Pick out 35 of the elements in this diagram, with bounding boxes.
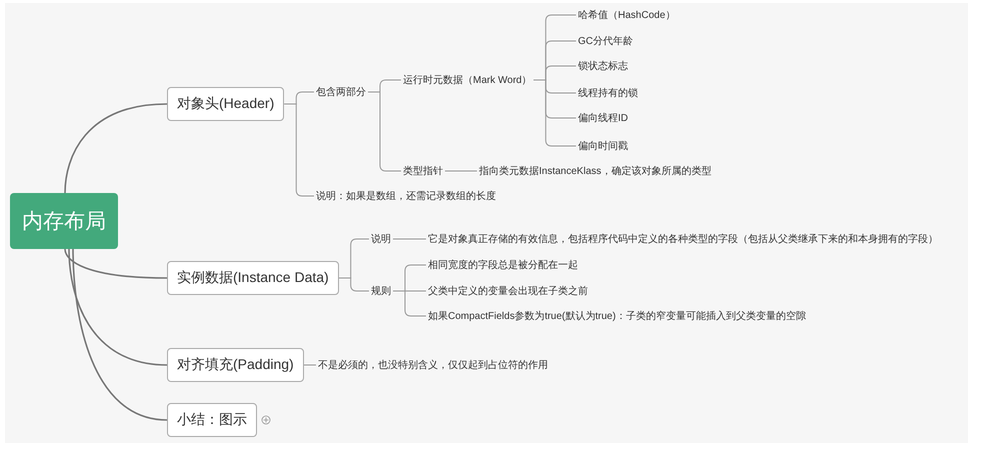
subtopic-text: 包含两部分 [314, 84, 368, 100]
connector-line [392, 238, 426, 240]
subtopic-text: 指向类元数据InstanceKlass，确定该对象所属的类型 [477, 163, 714, 179]
connector-line [368, 92, 402, 172]
subtopic-text: 相同宽度的字段总是被分配在一起 [426, 257, 580, 273]
connector-line [392, 290, 426, 316]
connector-line [72, 248, 168, 421]
subtopic-text: 父类中定义的变量会出现在子类之前 [426, 283, 590, 299]
connector-line [64, 103, 168, 194]
topic-box: 对象头(Header) [167, 87, 284, 121]
subtopic-text: 如果CompactFields参数为true(默认为true)：子类的窄变量可能插入到父类变量的空隙 [426, 308, 808, 324]
subtopic-text: 规则 [369, 283, 393, 299]
subtopic-text: 偏向时间戳 [576, 138, 630, 154]
central-topic-box: 内存布局 [10, 193, 118, 249]
subtopic-text: 说明：如果是数组，还需记录数组的长度 [314, 188, 498, 204]
topic-box: 实例数据(Instance Data) [167, 261, 339, 295]
topic-box: 对齐填充(Padding) [167, 348, 304, 382]
subtopic-text: 它是对象真正存储的有效信息，包括程序代码中定义的各种类型的字段（包括从父类继承下来的和本身拥有的字段） [426, 231, 940, 247]
subtopic-text: 类型指针 [401, 163, 445, 179]
connector-line [338, 278, 370, 292]
connector-line [68, 248, 168, 366]
subtopic-text: 哈希值（HashCode） [576, 7, 678, 23]
subtopic-text: 说明 [369, 231, 393, 247]
subtopic-text: 锁状态标志 [576, 58, 630, 74]
subtopic-text: 偏向线程ID [576, 110, 630, 126]
connector-line [64, 248, 168, 279]
connector-line [284, 104, 314, 196]
connector-line [444, 170, 478, 172]
subtopic-text: GC分代年龄 [576, 33, 635, 49]
subtopic-text: 不是必须的，也没特别含义，仅仅起到占位符的作用 [316, 357, 550, 373]
connector-line [533, 80, 576, 146]
subtopic-text: 线程持有的锁 [576, 85, 640, 101]
connector-line [303, 364, 316, 366]
subtopic-text: 运行时元数据（Mark Word） [401, 72, 534, 88]
topic-box: 小结：图示 [167, 403, 257, 437]
